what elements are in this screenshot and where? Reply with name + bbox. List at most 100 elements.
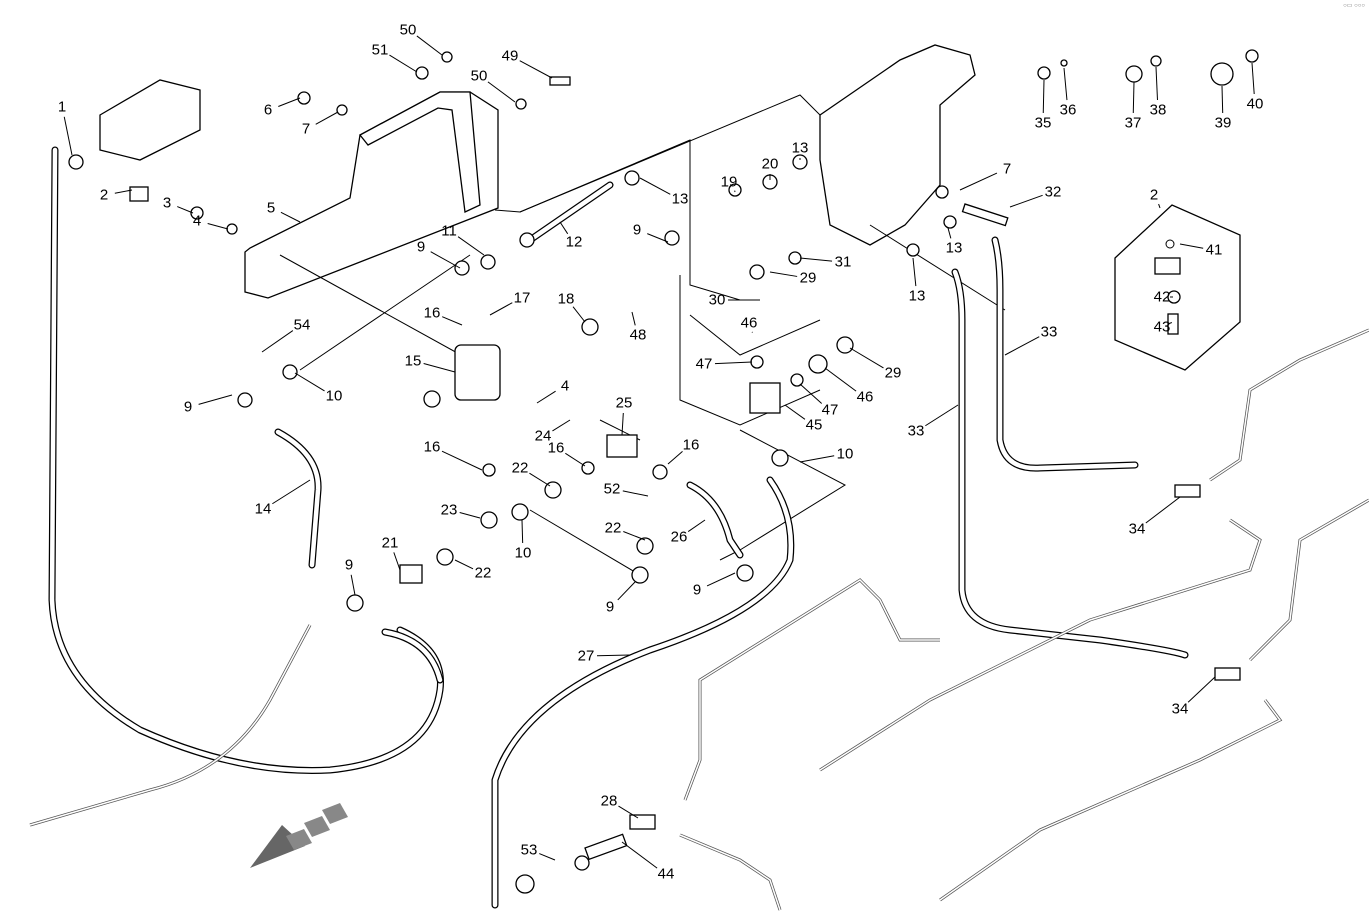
callout-label: 37 — [1124, 114, 1142, 132]
callout-label: 46 — [856, 388, 874, 406]
leader-line — [1167, 322, 1173, 325]
leader-line — [639, 177, 671, 195]
leader-line — [572, 306, 586, 323]
callout-label: 49 — [501, 47, 519, 65]
leader-line — [1004, 336, 1040, 356]
callout-label: 36 — [1059, 101, 1077, 119]
callout-label: 2 — [99, 186, 109, 204]
leader-line — [769, 271, 798, 277]
callout-label: 51 — [371, 41, 389, 59]
leader-line — [536, 390, 556, 404]
callout-label: 33 — [907, 422, 925, 440]
leader-line — [552, 419, 571, 432]
callout-label: 27 — [577, 647, 595, 665]
callout-label: 16 — [682, 436, 700, 454]
leader-line — [519, 60, 553, 79]
callout-label: 9 — [632, 221, 642, 239]
callout-label: 26 — [670, 528, 688, 546]
callout-label: 46 — [740, 314, 758, 332]
bracket-arm — [359, 91, 481, 213]
leader-line — [617, 581, 636, 601]
callout-label: 21 — [381, 534, 399, 552]
leader-line — [315, 111, 339, 125]
hoses — [48, 146, 1189, 909]
leader-line — [278, 97, 301, 107]
callout-label: 2 — [1149, 186, 1159, 204]
callout-label: 34 — [1128, 520, 1146, 538]
leader-line — [1132, 81, 1135, 114]
callout-label: 20 — [761, 155, 779, 173]
leader-line — [1221, 85, 1224, 114]
callout-label: 24 — [534, 427, 552, 445]
leader-line — [621, 841, 658, 869]
callout-label: 38 — [1149, 101, 1167, 119]
leader-line — [1042, 79, 1045, 114]
callout-label: 4 — [192, 212, 202, 230]
leader-line — [430, 251, 461, 269]
callout-label: 1 — [57, 98, 67, 116]
pipes — [29, 328, 1369, 911]
leader-line — [714, 361, 753, 365]
callout-label: 39 — [1214, 114, 1232, 132]
arrow-forward-icon — [250, 803, 348, 868]
leader-line — [416, 35, 443, 56]
callout-label: 13 — [671, 190, 689, 208]
leader-line — [799, 257, 833, 262]
callout-label: 42 — [1153, 288, 1171, 306]
leader-line — [207, 223, 229, 230]
leader-line — [487, 81, 516, 103]
leader-line — [1063, 67, 1068, 101]
callout-label: 50 — [399, 21, 417, 39]
leader-line — [596, 654, 631, 657]
callout-label: 7 — [1002, 160, 1012, 178]
leader-line — [350, 574, 356, 596]
leader-line — [623, 531, 646, 541]
leader-line — [647, 233, 669, 243]
callout-label: 44 — [657, 865, 675, 883]
callout-label: 45 — [805, 416, 823, 434]
leader-line — [521, 519, 524, 544]
callout-label: 33 — [1040, 323, 1058, 341]
callout-label: 29 — [799, 269, 817, 287]
callout-label: 13 — [908, 287, 926, 305]
leader-line — [442, 316, 463, 326]
leader-line — [799, 455, 835, 463]
leader-line — [529, 472, 551, 487]
callout-label: 19 — [720, 173, 738, 191]
callout-label: 34 — [1171, 700, 1189, 718]
callout-label: 9 — [692, 581, 702, 599]
leader-line — [559, 221, 569, 235]
leader-line — [687, 519, 706, 532]
callout-label: 16 — [423, 304, 441, 322]
leader-line — [1145, 496, 1181, 524]
callout-label: 9 — [605, 598, 615, 616]
leader-line — [706, 572, 736, 587]
leader-line — [1009, 194, 1043, 208]
leader-line — [849, 347, 884, 369]
callout-label: 47 — [695, 355, 713, 373]
callout-label: 35 — [1034, 114, 1052, 132]
leader-line — [1251, 62, 1255, 95]
leader-line — [272, 479, 311, 505]
callout-label: 50 — [470, 67, 488, 85]
callout-label: 29 — [884, 364, 902, 382]
leader-line — [177, 206, 194, 214]
leader-line — [824, 367, 857, 392]
leader-line — [1179, 243, 1204, 249]
callout-label: 15 — [404, 352, 422, 370]
pump — [99, 79, 201, 161]
leader-line — [799, 383, 823, 404]
callout-label: 52 — [603, 480, 621, 498]
leader-lines — [63, 35, 1255, 869]
callout-label: 9 — [344, 556, 354, 574]
fittings — [68, 49, 1259, 894]
callout-label: 16 — [423, 438, 441, 456]
leader-line — [441, 450, 483, 471]
leader-line — [784, 404, 806, 420]
leader-line — [1155, 66, 1158, 101]
leader-line — [280, 211, 301, 223]
leader-line — [565, 452, 586, 467]
callout-label: 17 — [513, 289, 531, 307]
corner-mark: ○▭ ○○○ — [1343, 3, 1365, 9]
